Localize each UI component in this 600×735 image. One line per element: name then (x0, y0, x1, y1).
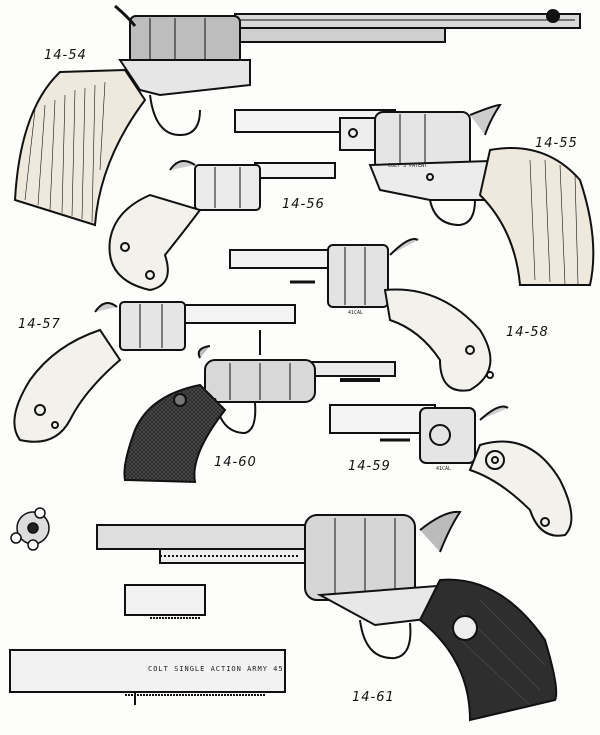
stamp-14-55: COLT'S PATENT (388, 163, 428, 169)
figure-label-14-58: 14-58 (506, 325, 549, 340)
stamp-14-59: 41CAL (436, 466, 452, 472)
figure-label-14-61: 14-61 (352, 690, 395, 705)
figure-label-14-57: 14-57 (18, 317, 61, 332)
figure-label-14-59: 14-59 (348, 459, 391, 474)
figure-label-14-55: 14-55 (535, 136, 578, 151)
figure-label-14-54: 14-54 (44, 48, 87, 63)
barrel-stamp-14-61: COLT SINGLE ACTION ARMY 45 (148, 665, 284, 673)
figure-label-14-56: 14-56 (282, 197, 325, 212)
stamp-14-58: 41CAL (348, 310, 364, 316)
figure-label-14-60: 14-60 (214, 455, 257, 470)
